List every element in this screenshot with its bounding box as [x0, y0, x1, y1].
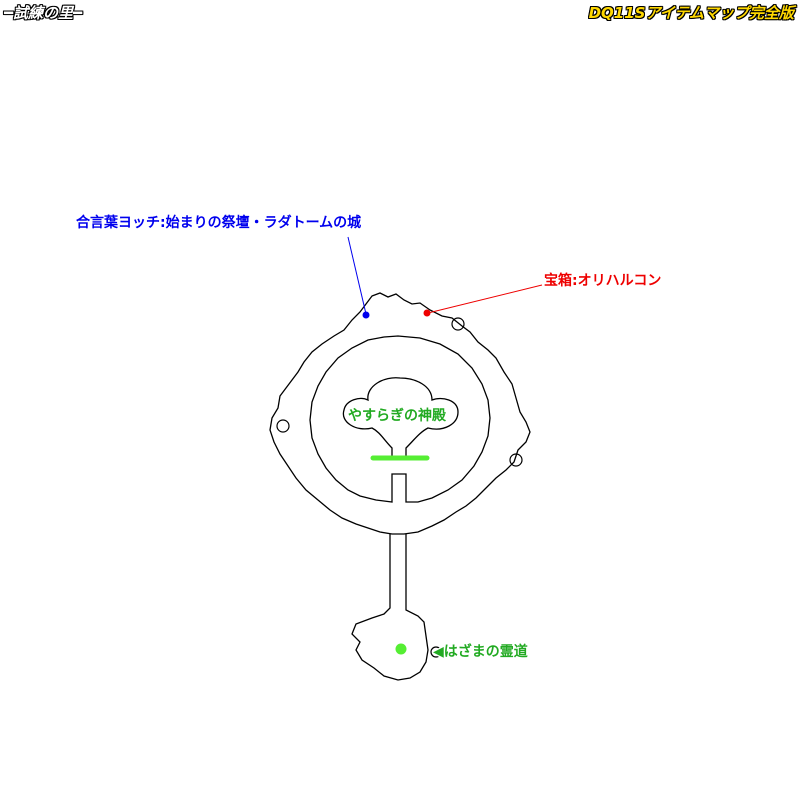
east-alcove: [509, 453, 523, 467]
south-alcove: [430, 646, 442, 658]
northeast-alcove: [451, 317, 465, 331]
blue-dot-icon[interactable]: [362, 311, 370, 319]
exit-label[interactable]: ◀はざまの霊道: [433, 644, 528, 660]
red-leader-line: [427, 284, 543, 314]
blue-leader-line: [347, 236, 367, 315]
shrine-chamber-wall: [342, 377, 459, 458]
site-title: DQ11Sアイテムマップ完全版: [588, 4, 794, 22]
green-dot-icon[interactable]: [395, 643, 407, 655]
inner-cave-wall: [309, 335, 491, 503]
red-dot-icon[interactable]: [423, 309, 431, 317]
south-corridor-wall: [351, 534, 429, 681]
west-alcove: [276, 419, 290, 433]
shrine-label: やすらぎの神殿: [348, 408, 446, 424]
word-of-power-label: 合言葉ヨッチ:始まりの祭壇・ラダトームの城: [76, 215, 362, 231]
area-title: ━試練の里━: [4, 4, 83, 22]
treasure-chest-label: 宝箱:オリハルコン: [544, 273, 662, 289]
